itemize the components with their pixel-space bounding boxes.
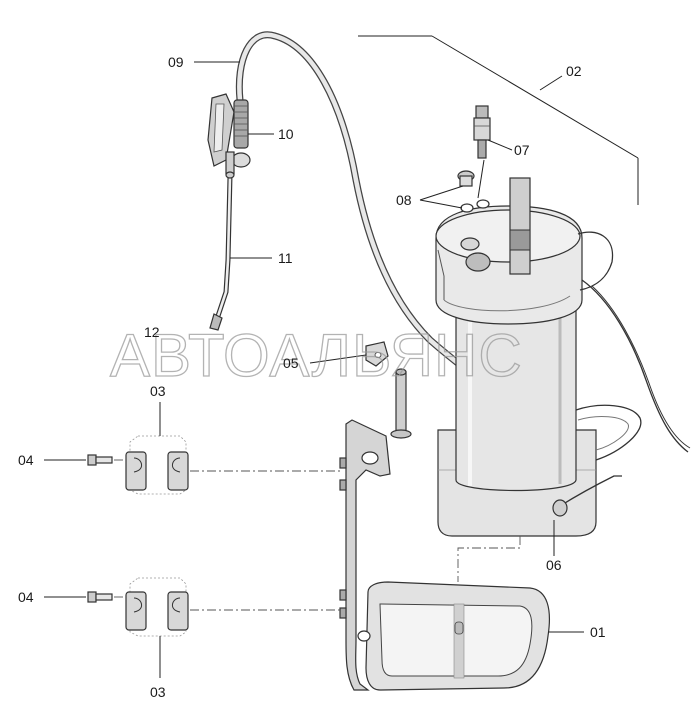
clip-part <box>365 341 389 367</box>
callout-12: 12 <box>144 324 160 340</box>
callout-06: 06 <box>546 557 562 573</box>
base-plate <box>365 581 551 691</box>
bolt-top <box>87 454 113 466</box>
tank-body <box>435 177 691 537</box>
callout-08: 08 <box>396 192 412 208</box>
clamp-top <box>125 435 189 495</box>
valve-assembly <box>473 105 491 159</box>
bolt-bottom <box>87 591 113 603</box>
callout-01: 01 <box>590 624 606 640</box>
callout-05: 05 <box>283 355 299 371</box>
callout-10: 10 <box>278 126 294 142</box>
watermark: АВТОАЛЬЯНС <box>110 322 523 389</box>
pressure-screw <box>457 170 490 213</box>
callout-09: 09 <box>168 54 184 70</box>
callout-04-top: 04 <box>18 452 34 468</box>
spray-nozzle <box>209 313 223 331</box>
mounting-bracket <box>339 368 412 691</box>
callout-11: 11 <box>278 250 293 266</box>
spray-handle <box>207 93 251 175</box>
spray-wand <box>215 171 235 319</box>
callout-03-bottom: 03 <box>150 684 166 700</box>
callout-07: 07 <box>514 142 530 158</box>
callout-02: 02 <box>566 63 582 79</box>
clamp-bottom <box>125 577 189 637</box>
leader-lines <box>44 35 639 678</box>
callout-04-bottom: 04 <box>18 589 34 605</box>
callout-03-top: 03 <box>150 383 166 399</box>
